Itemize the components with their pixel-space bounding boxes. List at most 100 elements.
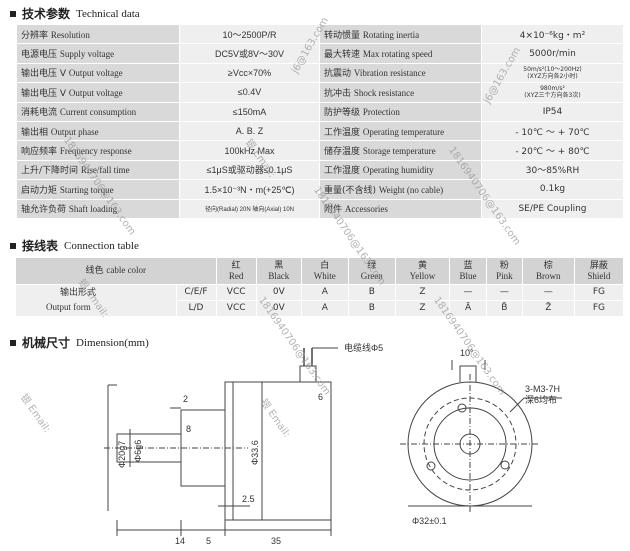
dim-phi6: Φ6g6 bbox=[133, 440, 143, 462]
wire-cell: B bbox=[348, 299, 396, 316]
spec-value-left: DC5V或8V～30V bbox=[179, 43, 320, 64]
wire-cell: Ā bbox=[449, 299, 487, 316]
wire-cell: — bbox=[486, 283, 523, 300]
wire-cell: FG bbox=[574, 299, 625, 316]
spec-value-right: 0.1kg bbox=[481, 179, 624, 200]
spec-label-right: 抗震动 Vibration resistance bbox=[319, 62, 482, 84]
spec-value-right: 980m/s²(XYZ三个方向各3次) bbox=[481, 82, 624, 103]
spec-value-right: 30～85%RH bbox=[481, 159, 624, 181]
spec-value-left: 10～2500P/R bbox=[179, 23, 320, 45]
spec-value-right: 5000r/min bbox=[481, 43, 624, 64]
spec-label-left: 电源电压 Supply voltage bbox=[16, 43, 180, 64]
spec-value-left: ≤1μS或驱动器≤0.1μS bbox=[179, 159, 320, 181]
square-bullet-icon bbox=[10, 339, 16, 346]
wire-cell: VCC bbox=[216, 299, 257, 316]
section-title-dimension: 机械尺寸 Dimension(mm) bbox=[10, 334, 149, 351]
dim-m3: 3-M3-7H bbox=[525, 384, 560, 394]
wire-row-label: L/D bbox=[176, 299, 217, 316]
spec-label-right: 储存温度 Storage temperature bbox=[319, 140, 482, 161]
spec-label-right: 抗冲击 Shock resistance bbox=[319, 82, 482, 103]
wire-cell: Z bbox=[395, 299, 451, 316]
wire-header-label: 线色 cable color bbox=[16, 258, 217, 284]
section-title-connection: 接线表 Connection table bbox=[10, 237, 139, 254]
wire-cell: 0V bbox=[256, 283, 302, 300]
spec-value-right: - 20℃ ～ + 80℃ bbox=[481, 140, 624, 161]
body-outline bbox=[224, 381, 332, 521]
dim-phi32: Φ32±0.1 bbox=[412, 516, 447, 526]
spec-value-left: 径向(Radial) 20N 轴向(Axial) 10N bbox=[179, 198, 320, 219]
spec-label-right: 重量(不含线) Weight (no cable) bbox=[319, 179, 482, 200]
spec-label-left: 输出电压 V Output voltage bbox=[16, 82, 180, 103]
spec-label-left: 响应频率 Frequency response bbox=[16, 140, 180, 161]
wire-cell: — bbox=[449, 283, 487, 300]
spec-label-left: 启动力矩 Starting torque bbox=[16, 179, 180, 200]
mount-hole-icon bbox=[426, 461, 436, 471]
wire-cell: FG bbox=[574, 283, 625, 300]
wire-cell: Z bbox=[395, 283, 451, 300]
spec-value-right: IP54 bbox=[481, 101, 624, 122]
spec-value-left: A. B. Z bbox=[179, 120, 320, 142]
wire-cell: VCC bbox=[216, 283, 257, 300]
dim-m3-depth: 深6均布 bbox=[525, 394, 557, 405]
wire-row-label: C/E/F bbox=[176, 283, 217, 300]
dim-2-5: 2.5 bbox=[242, 494, 255, 504]
wire-cell: A bbox=[301, 283, 349, 300]
spec-label-right: 最大转速 Max rotating speed bbox=[319, 43, 482, 64]
spec-value-right: - 10℃ ～ + 70℃ bbox=[481, 120, 624, 142]
wire-cell: B̄ bbox=[486, 299, 523, 316]
spec-value-left: ≤150mA bbox=[179, 101, 320, 122]
square-bullet-icon bbox=[10, 10, 16, 17]
dim-35: 35 bbox=[271, 536, 281, 546]
spec-label-right: 工作湿度 Operating humidity bbox=[319, 159, 482, 181]
wire-cell: A bbox=[301, 299, 349, 316]
spec-label-right: 工作温度 Operating temperature bbox=[319, 120, 482, 142]
spec-label-left: 输出电压 V Output voltage bbox=[16, 62, 180, 84]
spec-value-right: SE/PE Coupling bbox=[481, 198, 624, 219]
spec-label-left: 分辨率 Resolution bbox=[16, 23, 180, 45]
mount-hole-icon bbox=[457, 403, 467, 413]
dim-cable: 电缆线Φ5 bbox=[344, 342, 383, 353]
spec-label-right: 转动惯量 Rotating inertia bbox=[319, 23, 482, 45]
spec-value-left: ≤0.4V bbox=[179, 82, 320, 103]
spec-label-left: 输出相 Output phase bbox=[16, 120, 180, 142]
section-title-tech: 技术参数 Technical data bbox=[10, 5, 140, 22]
spec-label-left: 消耗电流 Current consumption bbox=[16, 101, 180, 122]
dim-5: 5 bbox=[206, 536, 211, 546]
dim-6: 6 bbox=[318, 392, 323, 402]
dim-phi33: Φ33.6 bbox=[250, 440, 260, 465]
spec-label-left: 轴允许负荷 Shaft loading bbox=[16, 198, 180, 219]
spec-value-left: 100kHz Max bbox=[179, 140, 320, 161]
spec-label-right: 防护等级 Protection bbox=[319, 101, 482, 122]
dim-phi20: Φ20g7 bbox=[117, 441, 127, 468]
dim-angle: 10° bbox=[460, 348, 474, 358]
spec-label-left: 上升/下降时间 Rise/fall time bbox=[16, 159, 180, 181]
spec-value-right: 4×10⁻⁶kg・m² bbox=[481, 23, 624, 45]
wire-cell: Z̄ bbox=[522, 299, 575, 316]
spec-row: 输出电压 V Output voltage≥Vcc×70%抗震动 Vibrati… bbox=[16, 62, 624, 84]
dim-8: 8 bbox=[186, 424, 191, 434]
dimension-drawing: 电缆线Φ5 2 6 8 2.5 Φ6g6 Φ20g7 Φ33.6 14 5 35… bbox=[104, 342, 562, 546]
dim-2: 2 bbox=[183, 394, 188, 404]
spec-value-left: 1.5×10⁻³N・m(+25℃) bbox=[179, 179, 320, 200]
